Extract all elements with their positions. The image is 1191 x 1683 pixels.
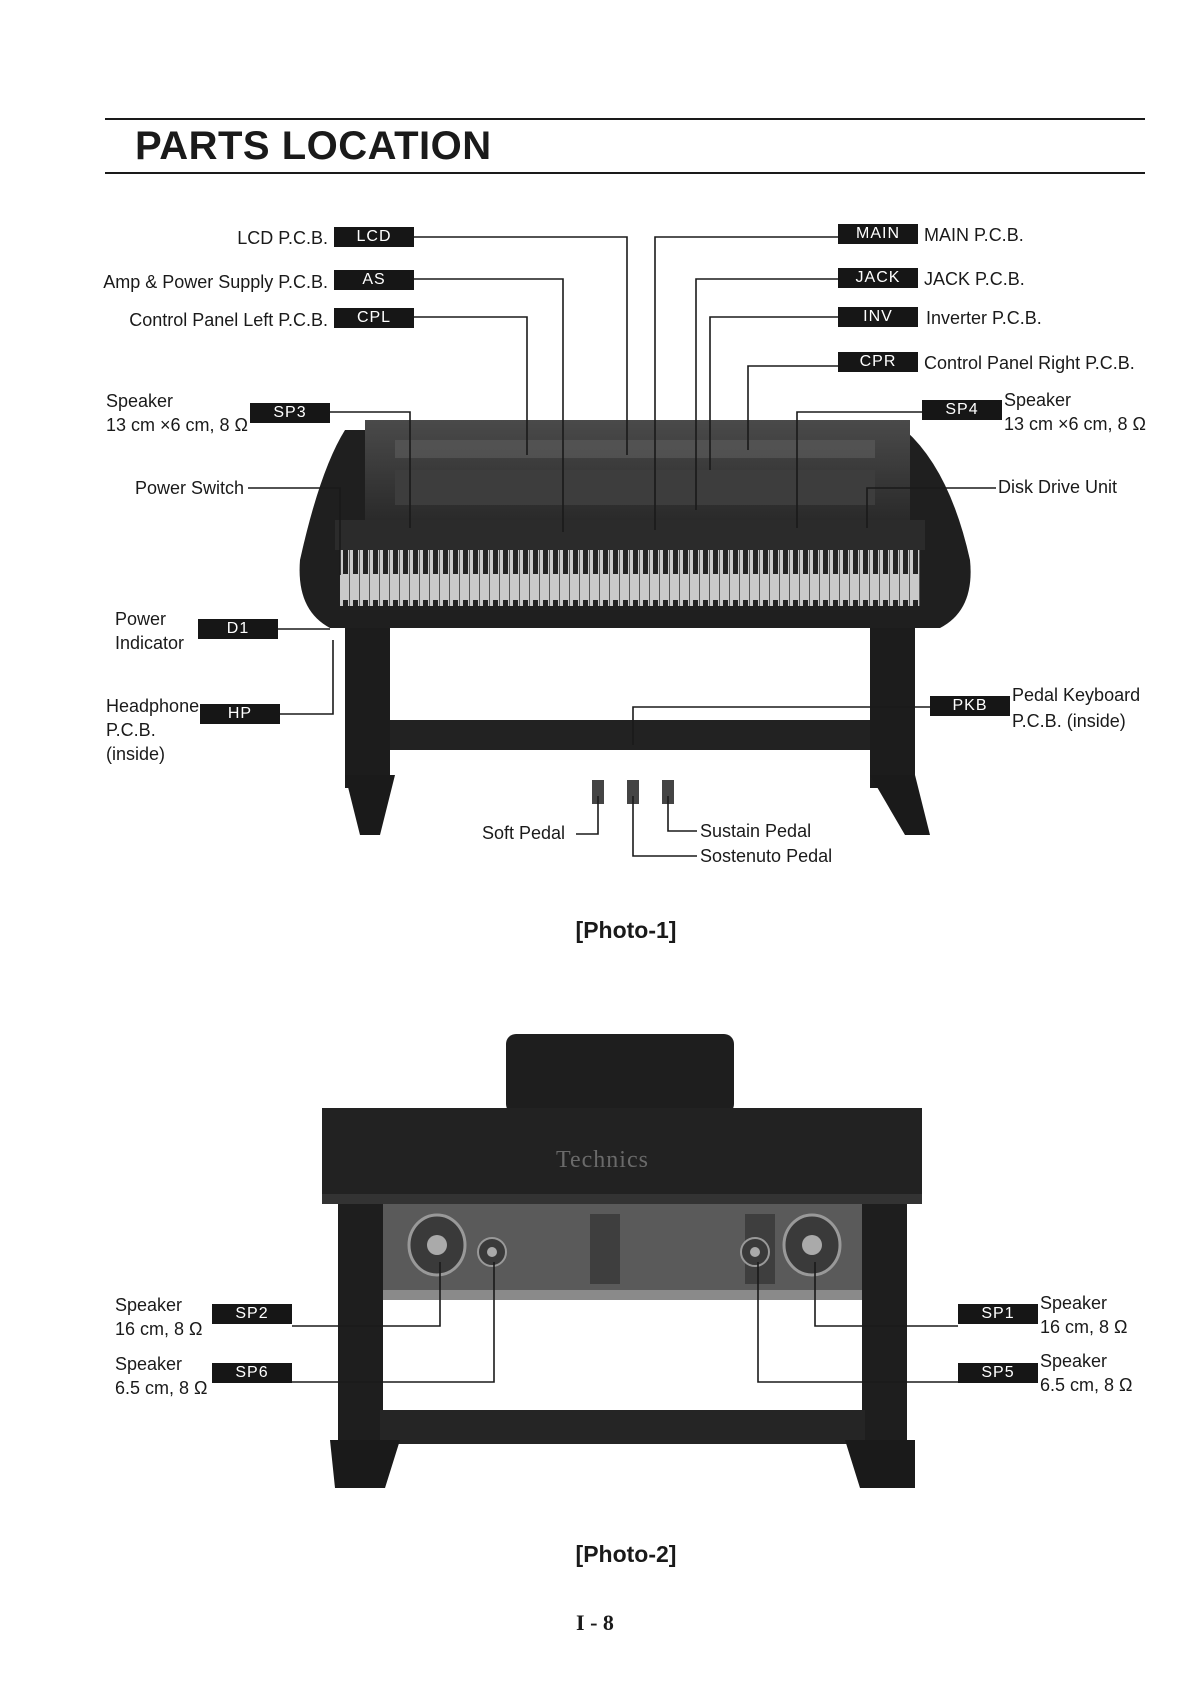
pedal-sustain xyxy=(662,780,674,804)
label-sp3-spec: 13 cm ×6 cm, 8 Ω xyxy=(106,415,249,435)
organ-music-rest xyxy=(506,1034,734,1114)
tag-sp4: SP4 xyxy=(922,400,1002,420)
photo-2-caption: [Photo-2] xyxy=(575,1541,677,1567)
label-control-panel-left-pcb: Control Panel Left P.C.B. xyxy=(129,310,328,330)
label-sp1-speaker: Speaker xyxy=(1040,1293,1108,1313)
pedal-soft xyxy=(592,780,604,804)
label-disk-drive-unit: Disk Drive Unit xyxy=(998,477,1118,497)
tag-lcd: LCD xyxy=(334,227,414,247)
tag-sp2: SP2 xyxy=(212,1304,292,1324)
tag-cpr: CPR xyxy=(838,352,918,372)
label-sp5-speaker: Speaker xyxy=(1040,1351,1108,1371)
label-power-indicator-1: Power xyxy=(115,609,167,629)
photo-1-caption: [Photo-1] xyxy=(575,917,677,943)
page-number: I - 8 xyxy=(576,1610,614,1635)
tag-jack: JACK xyxy=(838,268,918,288)
tag-main: MAIN xyxy=(838,224,918,244)
organ-left-leg xyxy=(345,628,390,788)
tag-sp3: SP3 xyxy=(250,403,330,423)
label-sp2-spec: 16 cm, 8 Ω xyxy=(115,1319,203,1339)
label-sp4-speaker: Speaker xyxy=(1004,390,1072,410)
label-main-pcb: MAIN P.C.B. xyxy=(924,225,1024,245)
label-sp4-spec: 13 cm ×6 cm, 8 Ω xyxy=(1004,414,1147,434)
organ-left-side-panel xyxy=(338,1204,383,1444)
label-sp1-spec: 16 cm, 8 Ω xyxy=(1040,1317,1128,1337)
label-soft-pedal: Soft Pedal xyxy=(482,823,566,843)
label-amp-power-supply-pcb: Amp & Power Supply P.C.B. xyxy=(103,272,328,292)
label-sp3-speaker: Speaker xyxy=(106,391,174,411)
label-sp2-speaker: Speaker xyxy=(115,1295,183,1315)
page-title: PARTS LOCATION xyxy=(135,124,492,168)
header-rule-bottom xyxy=(105,172,1145,174)
label-sp6-speaker: Speaker xyxy=(115,1354,183,1374)
tag-cpl: CPL xyxy=(334,308,414,328)
photo-1-organ-front xyxy=(248,236,996,857)
tag-sp1: SP1 xyxy=(958,1304,1038,1324)
organ-right-side-panel xyxy=(862,1204,907,1444)
label-control-panel-right-pcb: Control Panel Right P.C.B. xyxy=(924,353,1135,373)
organ-rear-cabinet xyxy=(322,1108,922,1196)
tag-as: AS xyxy=(334,270,414,290)
label-jack-pcb: JACK P.C.B. xyxy=(924,269,1025,289)
tag-sp6: SP6 xyxy=(212,1363,292,1383)
pedal-sostenuto xyxy=(627,780,639,804)
label-lcd-pcb: LCD P.C.B. xyxy=(237,228,328,248)
label-headphone-2: P.C.B. xyxy=(106,720,156,740)
tag-sp5: SP5 xyxy=(958,1363,1038,1383)
tag-pkb: PKB xyxy=(930,696,1010,716)
label-pedal-keyboard-2: P.C.B. (inside) xyxy=(1012,711,1126,731)
label-headphone-3: (inside) xyxy=(106,744,166,764)
label-pedal-keyboard-1: Pedal Keyboard xyxy=(1012,685,1141,705)
label-sp5-spec: 6.5 cm, 8 Ω xyxy=(1040,1375,1133,1395)
label-headphone-1: Headphone xyxy=(106,696,200,716)
brand-logo-technics: Technics xyxy=(556,1147,649,1173)
organ-right-leg xyxy=(870,628,915,788)
header-rule-top xyxy=(105,118,1145,120)
label-inverter-pcb: Inverter P.C.B. xyxy=(926,308,1042,328)
label-sp6-spec: 6.5 cm, 8 Ω xyxy=(115,1378,208,1398)
photo-2-organ-rear xyxy=(292,1034,958,1488)
tag-hp: HP xyxy=(200,704,280,724)
label-power-indicator-2: Indicator xyxy=(115,633,185,653)
tag-d1: D1 xyxy=(198,619,278,639)
label-sustain-pedal: Sustain Pedal xyxy=(700,821,812,841)
label-sostenuto-pedal: Sostenuto Pedal xyxy=(700,846,833,866)
label-power-switch: Power Switch xyxy=(135,478,245,498)
organ-keyboard xyxy=(340,550,920,608)
tag-inv: INV xyxy=(838,307,918,327)
